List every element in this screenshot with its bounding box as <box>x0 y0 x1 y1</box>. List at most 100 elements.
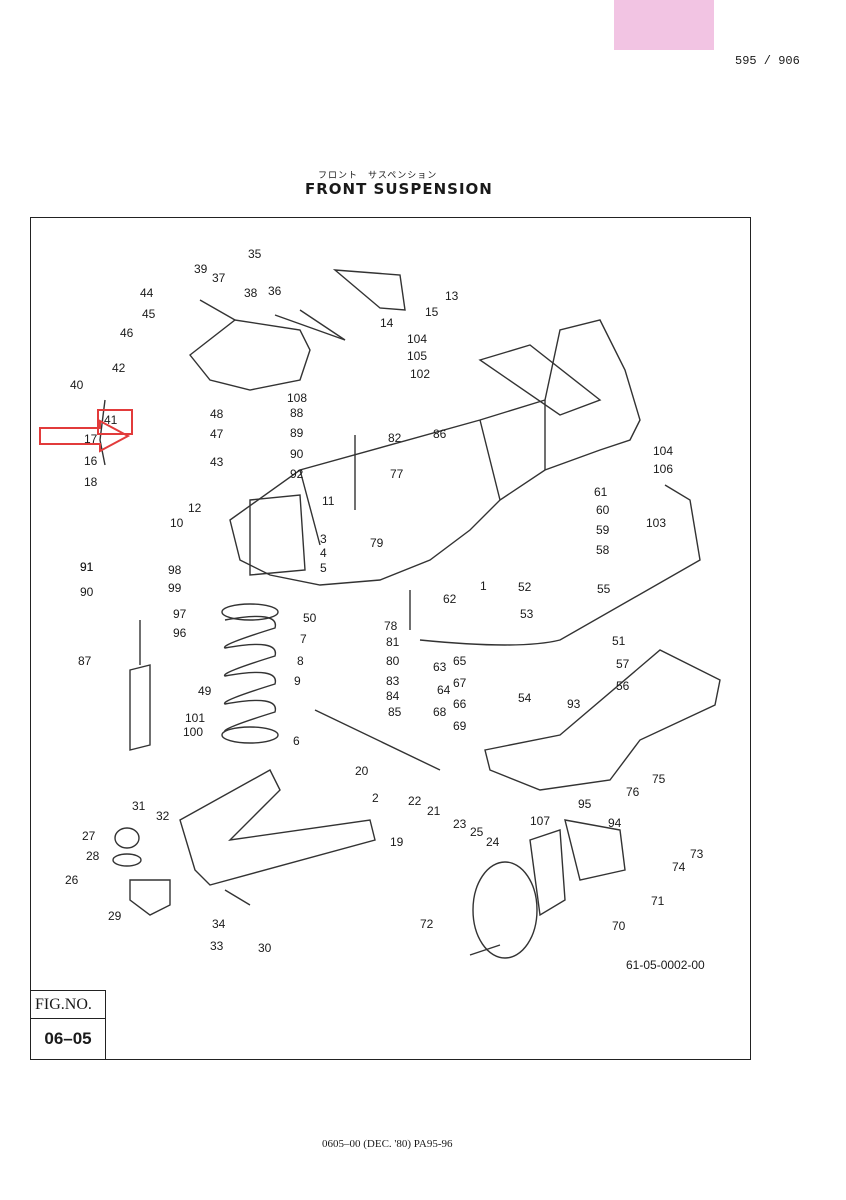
part-label: 3 <box>320 532 327 546</box>
part-label: 4 <box>320 546 327 560</box>
part-label: 46 <box>120 326 134 340</box>
part-label: 7 <box>300 632 307 646</box>
part-label: 44 <box>140 286 154 300</box>
figure-number-box: FIG.NO. 06–05 <box>30 990 106 1060</box>
part-label: 85 <box>388 705 402 719</box>
part-labels: 1234567891011121314151617181920212223242… <box>65 247 704 955</box>
part-label: 99 <box>168 581 182 595</box>
part-label: 25 <box>470 825 484 839</box>
part-label: 107 <box>530 814 550 828</box>
part-label: 47 <box>210 427 224 441</box>
part-label: 26 <box>65 873 79 887</box>
part-label: 2 <box>372 791 379 805</box>
part-label: 28 <box>86 849 100 863</box>
part-label: 72 <box>420 917 434 931</box>
pink-tab-marker <box>614 0 714 50</box>
part-label: 97 <box>173 607 187 621</box>
part-label: 18 <box>84 475 98 489</box>
part-label: 37 <box>212 271 226 285</box>
part-label: 34 <box>212 917 226 931</box>
footer-text: 0605–00 (DEC. '80) PA95-96 <box>322 1138 453 1150</box>
part-label: 17 <box>84 432 98 446</box>
part-label: 87 <box>78 654 92 668</box>
part-label: 65 <box>453 654 467 668</box>
part-label: 80 <box>386 654 400 668</box>
part-label: 48 <box>210 407 224 421</box>
part-label: 5 <box>320 561 327 575</box>
part-label: 54 <box>518 691 532 705</box>
part-label: 29 <box>108 909 122 923</box>
part-label: 69 <box>453 719 467 733</box>
part-label: 56 <box>616 679 630 693</box>
part-label: 24 <box>486 835 500 849</box>
part-label: 31 <box>132 799 146 813</box>
reference-code: 61-05-0002-00 <box>626 958 705 972</box>
part-label: 14 <box>380 316 394 330</box>
part-label: 21 <box>427 804 441 818</box>
part-label: 103 <box>646 516 666 530</box>
part-label: 58 <box>596 543 610 557</box>
part-label: 52 <box>518 580 532 594</box>
part-label: 30 <box>258 941 272 955</box>
part-label: 88 <box>290 406 304 420</box>
part-label: 108 <box>287 391 307 405</box>
part-label: 102 <box>410 367 430 381</box>
part-label: 90 <box>80 585 94 599</box>
part-label: 98 <box>168 563 182 577</box>
part-label: 75 <box>652 772 666 786</box>
part-label: 33 <box>210 939 224 953</box>
part-label: 77 <box>390 467 404 481</box>
part-label: 68 <box>433 705 447 719</box>
part-label: 105 <box>407 349 427 363</box>
part-label: 66 <box>453 697 467 711</box>
diagram-frame <box>30 217 751 1060</box>
part-label: 27 <box>82 829 96 843</box>
part-label: 81 <box>386 635 400 649</box>
page-number: 595 / 906 <box>735 54 800 68</box>
part-label: 51 <box>612 634 626 648</box>
part-label: 93 <box>567 697 581 711</box>
figure-number-label: FIG.NO. <box>31 991 105 1019</box>
part-label: 38 <box>244 286 258 300</box>
part-label: 92 <box>290 467 304 481</box>
part-label: 86 <box>433 427 447 441</box>
part-label: 13 <box>445 289 459 303</box>
part-label: 59 <box>596 523 610 537</box>
page-title: FRONT SUSPENSION <box>305 180 493 198</box>
part-label: 74 <box>672 860 686 874</box>
part-label: 61 <box>594 485 608 499</box>
part-label: 41 <box>104 413 118 427</box>
part-label: 22 <box>408 794 422 808</box>
part-label: 104 <box>653 444 673 458</box>
part-label: 15 <box>425 305 439 319</box>
part-label: 36 <box>268 284 282 298</box>
part-label: 82 <box>388 431 402 445</box>
part-label: 76 <box>626 785 640 799</box>
part-label: 10 <box>170 516 184 530</box>
highlight-arrow <box>39 419 131 453</box>
part-label: 53 <box>520 607 534 621</box>
part-label: 20 <box>355 764 369 778</box>
part-label: 23 <box>453 817 467 831</box>
part-label: 35 <box>248 247 262 261</box>
part-label: 84 <box>386 689 400 703</box>
part-label: 39 <box>194 262 208 276</box>
part-label: 79 <box>370 536 384 550</box>
part-label: 45 <box>142 307 156 321</box>
figure-number-value: 06–05 <box>44 1029 92 1048</box>
part-label: 83 <box>386 674 400 688</box>
part-label: 91 <box>80 560 94 574</box>
part-label: 49 <box>198 684 212 698</box>
diagram-drawing <box>99 269 721 959</box>
title-japanese: フロント サスペンション <box>318 170 438 180</box>
part-label: 32 <box>156 809 170 823</box>
part-label: 42 <box>112 361 126 375</box>
part-label: 60 <box>596 503 610 517</box>
part-label: 104 <box>407 332 427 346</box>
part-label: 12 <box>188 501 202 515</box>
part-label: 71 <box>651 894 665 908</box>
part-label: 9 <box>294 674 301 688</box>
part-label: 89 <box>290 426 304 440</box>
part-label: 73 <box>690 847 704 861</box>
